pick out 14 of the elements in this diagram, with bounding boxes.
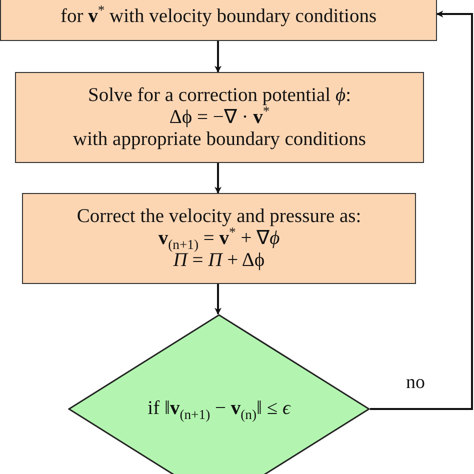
formula-text: with appropriate boundary conditions <box>73 128 366 150</box>
arrow <box>214 163 222 194</box>
arrow <box>370 10 473 410</box>
formula-text: Δϕ = −∇ · v$^{*}$ <box>169 106 270 128</box>
arrow <box>214 284 222 315</box>
arrow <box>214 41 222 73</box>
condition-text: if ‖v$_{(n+1)}$ − v$_{(n)}$‖ ≤ ϵ <box>148 398 290 420</box>
step-text: Correct the velocity and pressure as: <box>76 206 362 228</box>
step-text: Solve for a correction potential ϕ: <box>88 84 351 106</box>
process-box <box>22 193 416 284</box>
step-text: for v$^{*}$ with velocity boundary conditions <box>60 6 377 28</box>
formula-text: v$_{(n+1)}$ = v$^{*}$ + ∇ϕ <box>158 228 280 250</box>
process-box <box>15 72 424 163</box>
formula-text: Π = Π + Δϕ <box>173 250 265 272</box>
